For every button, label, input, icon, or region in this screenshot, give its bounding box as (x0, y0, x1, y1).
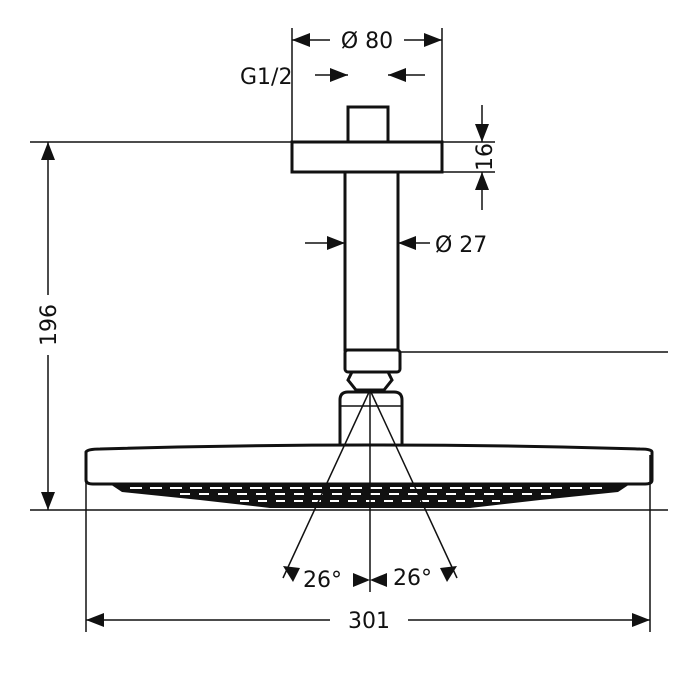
dimension-thread: G1/2 (240, 65, 425, 90)
head-connector (338, 390, 404, 452)
pipe-collar (343, 348, 402, 374)
label-head-width: 301 (348, 609, 390, 634)
shower-assembly (84, 105, 654, 508)
label-angle-left: 26° (303, 568, 342, 593)
label-thread: G1/2 (240, 65, 292, 90)
label-flange-height: 16 (473, 143, 498, 171)
dimension-head-width: 301 (86, 609, 650, 634)
label-pipe-diameter: Ø 27 (435, 233, 487, 258)
label-angle-right: 26° (393, 566, 432, 591)
ceiling-flange (290, 140, 444, 174)
threaded-nipple (346, 105, 390, 144)
dimension-total-height: 196 (37, 142, 62, 510)
dimension-flange-diameter: Ø 80 (292, 29, 442, 54)
label-flange-diameter: Ø 80 (341, 29, 393, 54)
dimension-pipe-diameter: Ø 27 (305, 233, 487, 258)
shower-head-body (84, 443, 654, 486)
dimension-flange-height: 16 (473, 105, 498, 210)
ball-joint (346, 370, 394, 392)
label-total-height: 196 (37, 304, 62, 346)
dimension-spray-angle: 26° 26° (283, 566, 457, 593)
ceiling-arm-pipe (343, 170, 400, 352)
reference-lines (30, 28, 668, 632)
